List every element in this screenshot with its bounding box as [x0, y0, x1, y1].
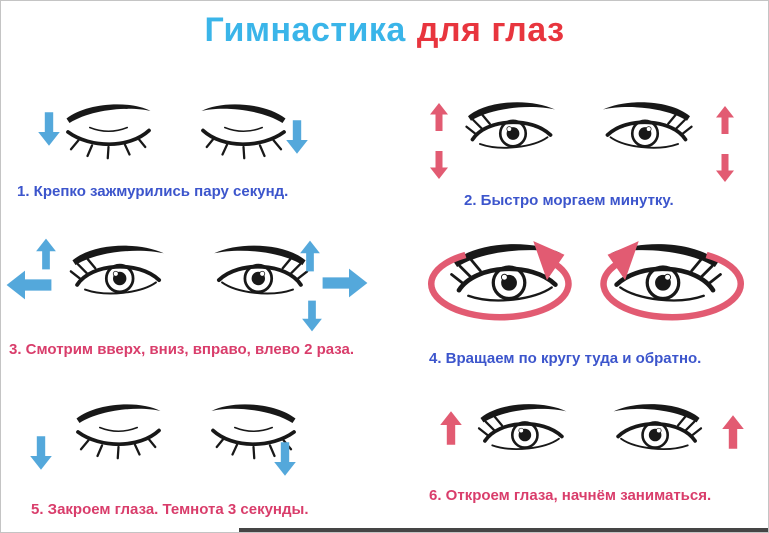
arrow-down-icon — [29, 425, 53, 481]
arrow-down-icon — [715, 146, 735, 190]
arrow-down-icon — [37, 101, 61, 157]
bottom-edge-strip — [239, 528, 768, 532]
arrow-left-icon — [5, 269, 53, 301]
arrow-up-icon — [429, 95, 449, 139]
open-eyes-illustration — [477, 402, 703, 451]
exercise-5-caption: 5. Закроем глаза. Темнота 3 секунды. — [31, 501, 309, 518]
open-eyes-circular-arrows-illustration — [419, 229, 753, 331]
arrow-down-icon — [301, 293, 323, 339]
closed-eyes-illustration — [64, 102, 288, 161]
arrow-right-icon — [321, 267, 369, 299]
arrow-down-icon — [429, 143, 449, 187]
exercise-2-caption: 2. Быстро моргаем минутку. — [464, 192, 674, 209]
closed-eyes-illustration — [74, 402, 298, 461]
title-part-blue: Гимнастика — [204, 11, 406, 49]
exercise-4-caption: 4. Вращаем по кругу туда и обратно. — [429, 350, 702, 367]
arrow-up-icon — [299, 231, 321, 281]
arrow-up-icon — [715, 98, 735, 142]
open-eyes-illustration — [68, 243, 310, 296]
exercise-3-caption: 3. Смотрим вверх, вниз, вправо, влево 2 … — [9, 341, 355, 358]
arrow-up-icon — [439, 401, 463, 455]
open-eyes-illustration — [464, 100, 694, 150]
arrow-down-icon — [285, 109, 309, 165]
arrow-up-icon — [721, 405, 745, 459]
arrow-down-icon — [273, 431, 297, 487]
page-title: Гимнастика для глаз — [1, 11, 768, 50]
exercise-1-caption: 1. Крепко зажмурились пару секунд. — [17, 183, 289, 200]
title-part-red: для глаз — [416, 11, 565, 49]
exercise-6-caption: 6. Откроем глаза, начнём заниматься. — [429, 487, 712, 504]
